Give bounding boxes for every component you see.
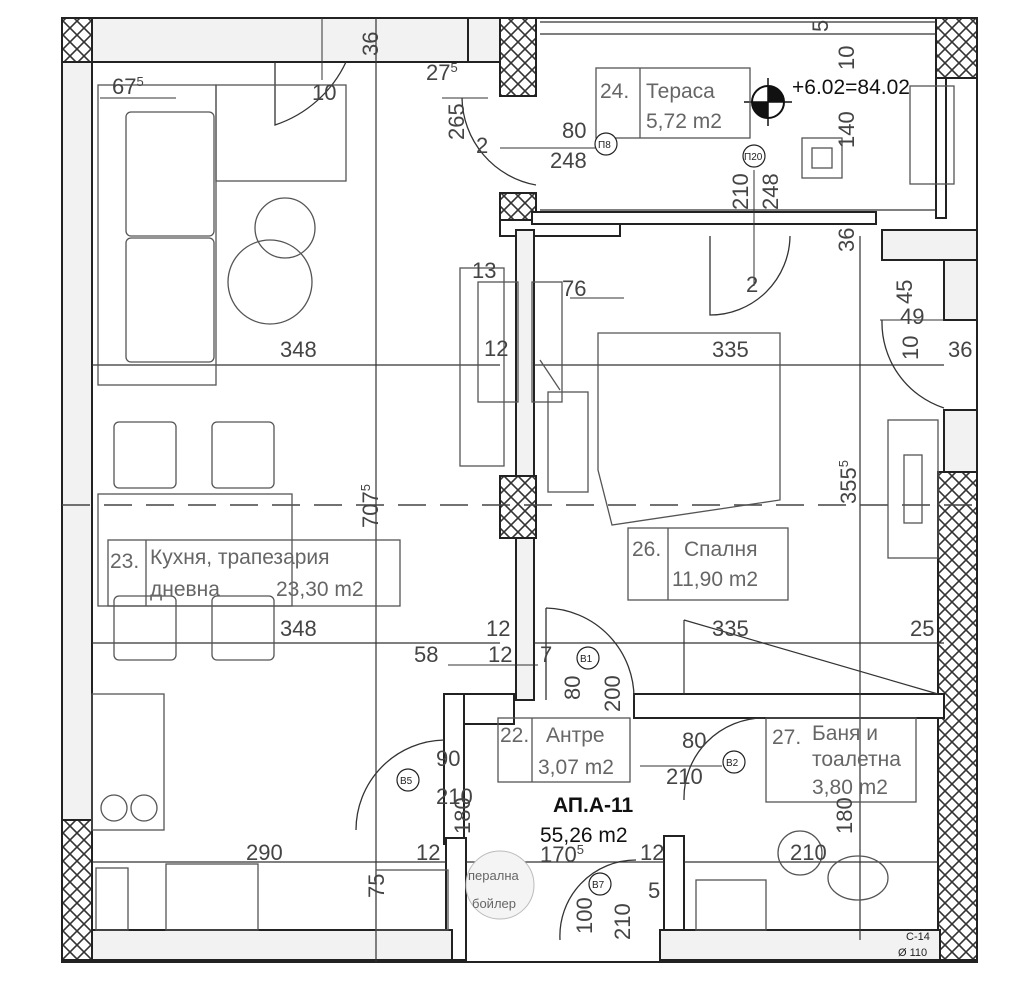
dim-25: 25	[910, 616, 934, 641]
dim-210-bath: 210	[666, 764, 703, 789]
room-26-area: 11,90 m2	[672, 568, 758, 591]
dim-10-top: 10	[312, 80, 336, 105]
room-26-name: Спалня	[684, 538, 757, 561]
dim-248-h: 248	[550, 148, 587, 173]
furniture	[91, 84, 955, 931]
room-22-area: 3,07 m2	[538, 756, 614, 779]
tag-b5: В5	[400, 776, 413, 787]
room-24-number: 24.	[600, 80, 629, 103]
dim-290: 290	[246, 840, 283, 865]
dim-27-5: 275	[426, 60, 458, 85]
tag-b7: В7	[592, 880, 605, 891]
dim-45: 45	[892, 280, 917, 304]
dim-180-bath: 180	[832, 797, 857, 834]
tag-p8: П8	[598, 140, 611, 151]
room-frames	[107, 67, 789, 783]
dim-335-bottom: 335	[712, 616, 749, 641]
dimension-lines	[100, 18, 944, 767]
dim-13: 13	[472, 258, 496, 283]
dim-170-5: 1705	[540, 842, 584, 867]
tag-b2: В2	[726, 758, 739, 769]
dim-707-5: 7075	[358, 484, 383, 528]
room-26-number: 26.	[632, 538, 661, 561]
dim-90: 90	[436, 746, 460, 771]
dim-36-top: 36	[358, 32, 383, 56]
dim-140: 140	[834, 111, 859, 148]
dim-348-bottom: 348	[280, 616, 317, 641]
pipe-code: С-14	[906, 931, 930, 943]
dim-355-5: 3555	[836, 460, 861, 504]
dim-348-top: 348	[280, 337, 317, 362]
utility-line2: бойлер	[472, 896, 516, 911]
level-marker-text: +6.02=84.02	[792, 76, 910, 99]
room-24-area: 5,72 m2	[646, 110, 722, 133]
dim-58: 58	[414, 642, 438, 667]
room-23-name-line2: дневна	[150, 578, 220, 601]
room-23-area: 23,30 m2	[276, 578, 364, 601]
dim-10-bedroom: 10	[898, 336, 923, 360]
interior-lines	[92, 18, 944, 962]
tag-b1: В1	[580, 654, 593, 665]
dim-210-bottom: 210	[610, 903, 635, 940]
dim-76: 76	[562, 276, 586, 301]
dim-2-bedroom: 2	[746, 272, 758, 297]
walls	[61, 17, 978, 963]
utility-line1: перална	[468, 868, 519, 883]
room-23-name-line1: Кухня, трапезария	[150, 546, 330, 569]
dim-80-terrace: 80	[562, 118, 586, 143]
dim-335-top: 335	[712, 337, 749, 362]
dim-100: 100	[572, 897, 597, 934]
dim-5: 5	[808, 20, 833, 32]
room-27-name-line2: тоалетна	[812, 748, 901, 771]
room-27-number: 27.	[772, 726, 801, 749]
dim-180-entry: 180	[450, 797, 475, 834]
dim-80-bath: 80	[682, 728, 706, 753]
dim-67-5: 675	[112, 74, 144, 99]
tag-p20: П20	[744, 152, 763, 163]
dim-7: 7	[540, 642, 552, 667]
room-27-area: 3,80 m2	[812, 776, 888, 799]
room-27-name-line1: Баня и	[812, 722, 878, 745]
dim-210-terrace: 210	[728, 173, 753, 210]
dim-75: 75	[364, 874, 389, 898]
dim-210-entry: 210	[436, 784, 473, 809]
apartment-id: АП.А-11	[553, 794, 633, 817]
room-22-name: Антре	[546, 724, 605, 747]
utility-circle-icon	[465, 850, 535, 920]
dim-265: 265	[444, 103, 469, 140]
dim-36-mid: 36	[834, 228, 859, 252]
dim-248-v: 248	[758, 173, 783, 210]
room-24-name: Тераса	[646, 80, 715, 103]
dim-36-right: 36	[948, 337, 972, 362]
dim-12-wardrobe: 12	[484, 336, 508, 361]
dim-49: 49	[900, 304, 924, 329]
dim-12-kitchen: 12	[416, 840, 440, 865]
dim-2-terrace: 2	[476, 133, 488, 158]
apartment-area: 55,26 m2	[540, 824, 628, 847]
pipe-size: Ø 110	[898, 947, 927, 959]
dim-12-bottom: 12	[640, 840, 664, 865]
dim-12-center: 12	[486, 616, 510, 641]
dim-10-terrace: 10	[834, 46, 859, 70]
level-marker-icon	[744, 78, 792, 126]
room-22-number: 22.	[500, 724, 529, 747]
dim-200: 200	[600, 675, 625, 712]
room-23-number: 23.	[110, 550, 139, 573]
dim-210-wc: 210	[790, 840, 827, 865]
tag-circles	[396, 132, 766, 896]
dim-12-hall: 12	[488, 642, 512, 667]
dim-5-bottom: 5	[648, 878, 660, 903]
door-swings	[274, 61, 945, 941]
dim-80-hall: 80	[560, 676, 585, 700]
